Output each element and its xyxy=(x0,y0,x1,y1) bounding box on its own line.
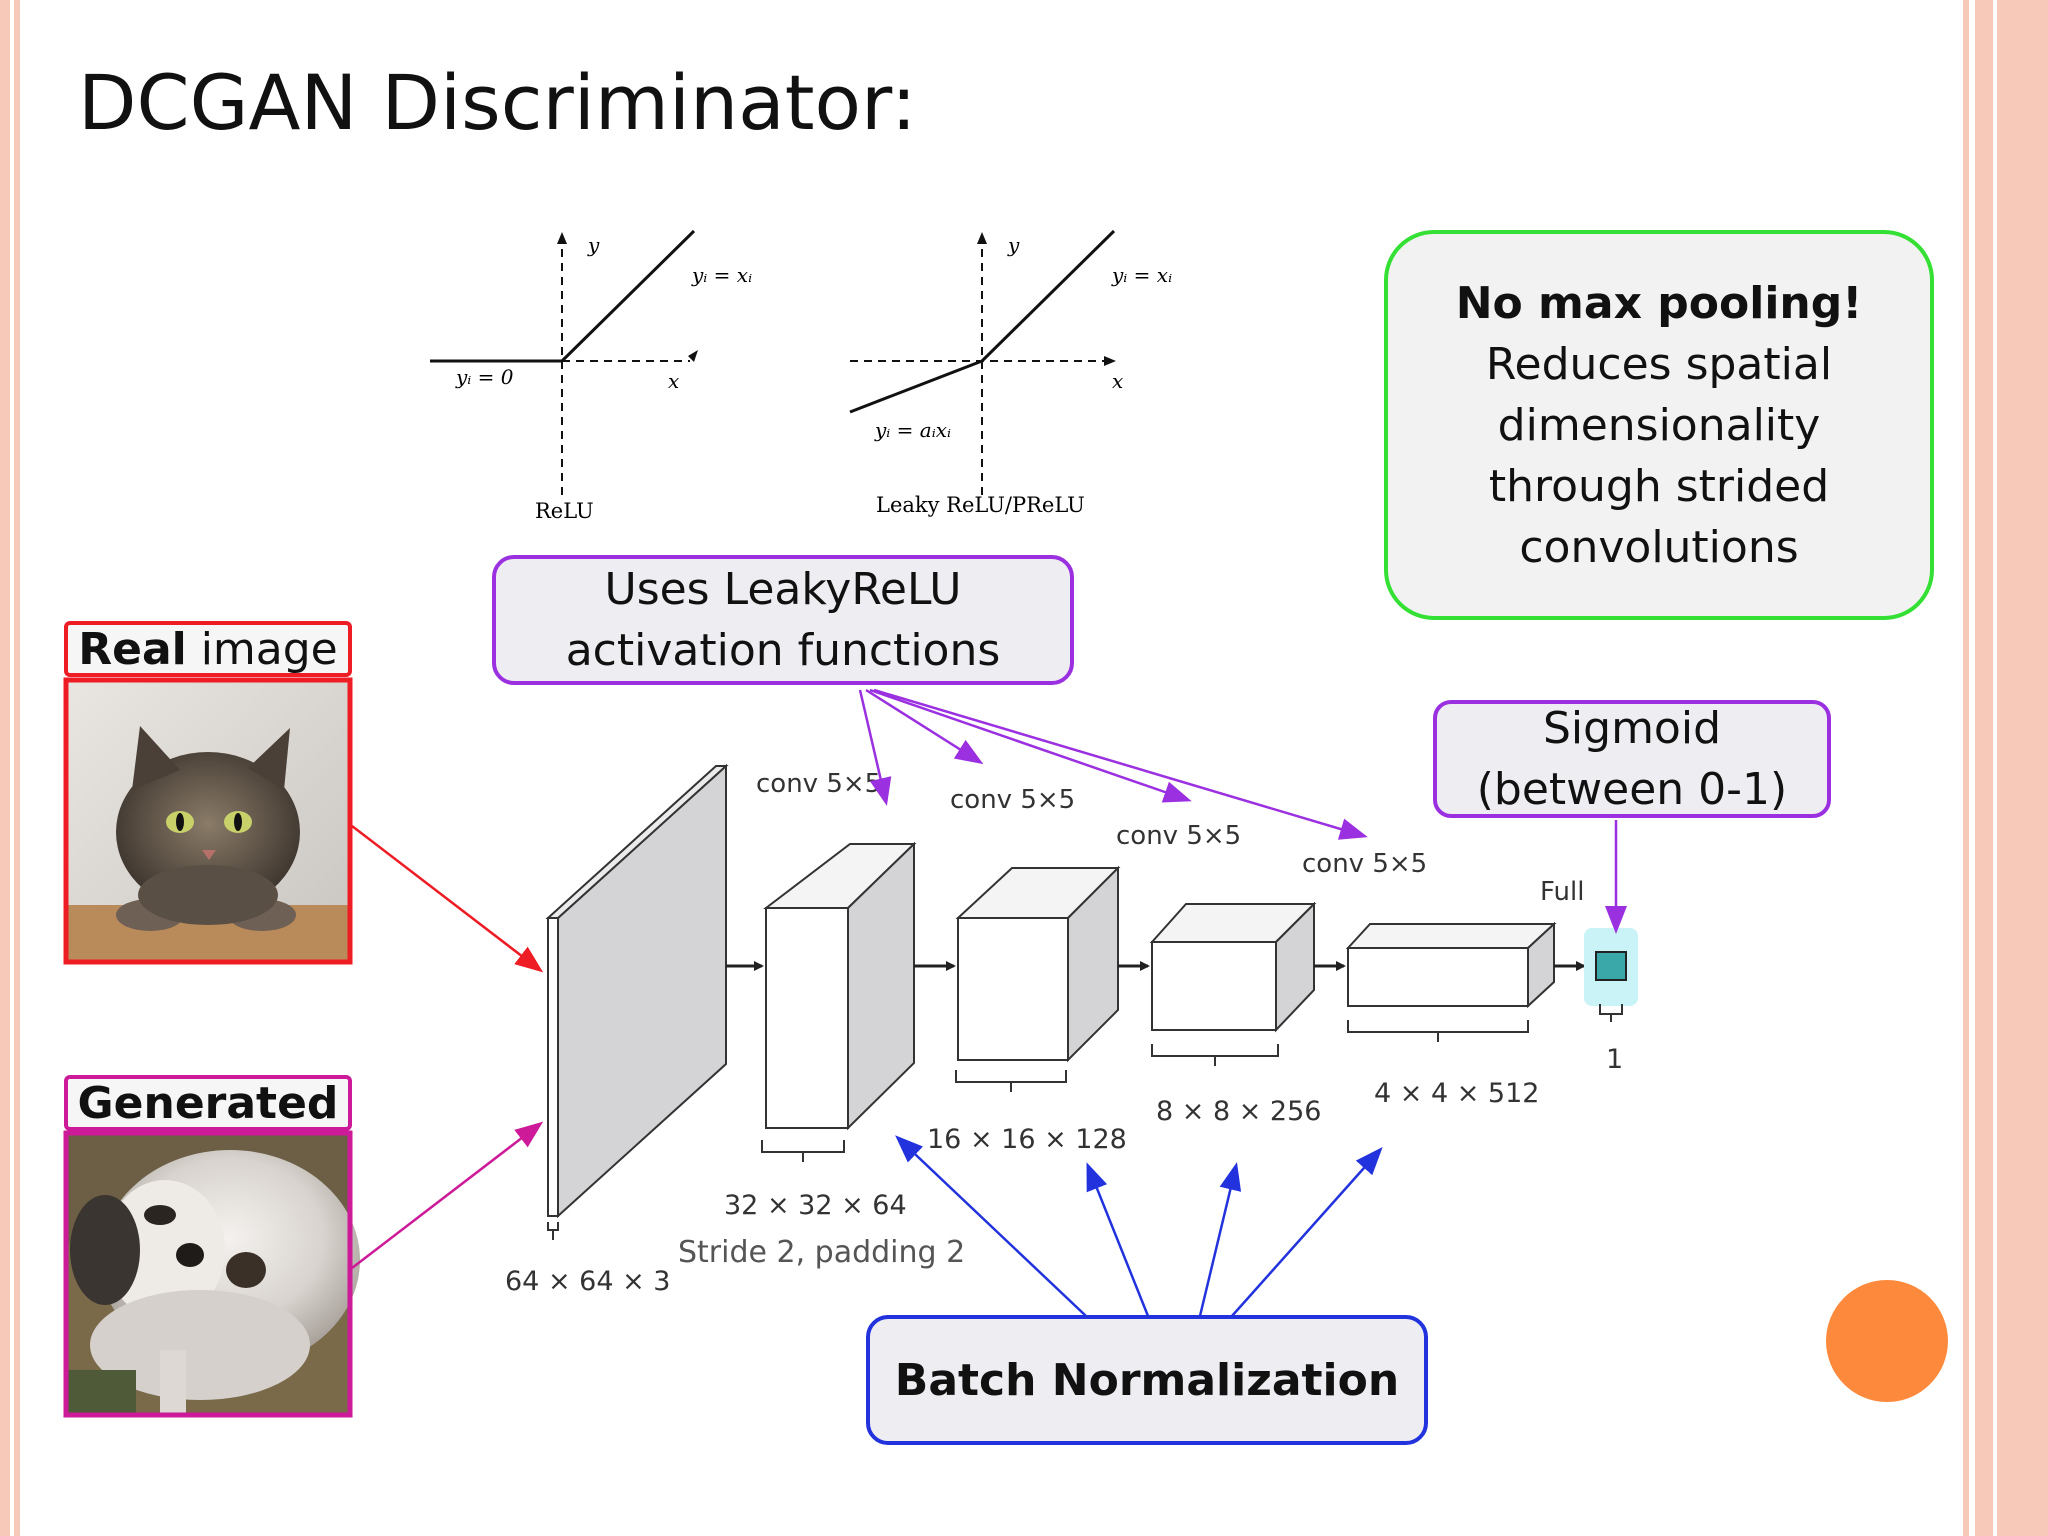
relu-negative-eq: yᵢ = 0 xyxy=(455,365,514,389)
leaky-y-label: y xyxy=(1007,233,1020,257)
sigmoid-callout: Sigmoid (between 0-1) xyxy=(1433,700,1831,818)
leaky-arrows xyxy=(858,688,1368,840)
no-max-pooling-callout: No max pooling! Reduces spatial dimensio… xyxy=(1384,230,1934,620)
generated-image-frame xyxy=(63,1130,353,1418)
no-max-pooling-heading: No max pooling! xyxy=(1455,277,1863,329)
batchnorm-arrows xyxy=(895,1135,1383,1317)
callout-line-2: dimensionality xyxy=(1497,399,1821,451)
real-image-label: Real image xyxy=(64,621,352,677)
generated-image-dog xyxy=(66,1133,360,1415)
callout-line-4: convolutions xyxy=(1519,521,1799,573)
relu-positive-eq: yᵢ = xᵢ xyxy=(691,263,752,287)
slide-border-left xyxy=(0,0,10,1536)
real-image-frame xyxy=(63,677,353,965)
relu-caption: ReLU xyxy=(535,499,594,523)
output-unit xyxy=(1584,928,1638,1022)
conv-label-1: conv 5×5 xyxy=(756,769,881,799)
callout-line-3: through strided xyxy=(1488,460,1830,512)
conv-label-4: conv 5×5 xyxy=(1302,849,1427,879)
dim-layer-1: 32 × 32 × 64 xyxy=(724,1190,907,1221)
conv-label-3: conv 5×5 xyxy=(1116,821,1241,851)
real-image-cat xyxy=(66,680,350,962)
leakyrelu-line-2: activation functions xyxy=(565,625,1001,676)
slide-border-right xyxy=(1975,0,1993,1536)
decorative-orange-circle xyxy=(1826,1280,1948,1402)
layer-16x16x128 xyxy=(955,865,1121,1092)
slide-title: DCGAN Discriminator: xyxy=(78,58,917,147)
slide-border-right-inner xyxy=(1963,0,1969,1536)
leakyrelu-callout: Uses LeakyReLU activation functions xyxy=(492,555,1074,685)
leakyrelu-line-1: Uses LeakyReLU xyxy=(604,564,962,615)
batch-normalization-label: Batch Normalization xyxy=(894,1354,1400,1406)
sigmoid-line-2: (between 0-1) xyxy=(1476,764,1788,815)
generated-input-arrow xyxy=(351,1121,544,1269)
dim-output: 1 xyxy=(1606,1044,1623,1075)
relu-y-label: y xyxy=(587,233,600,257)
layer-4x4x512 xyxy=(1345,921,1557,1042)
leaky-x-label: x xyxy=(1112,369,1123,393)
callout-line-1: Reduces spatial xyxy=(1485,338,1833,390)
dim-layer-3: 8 × 8 × 256 xyxy=(1156,1096,1321,1127)
real-label-rest: image xyxy=(186,623,338,675)
slide-border-right-outer xyxy=(1997,0,2048,1536)
real-label-bold: Real xyxy=(78,623,187,675)
dim-input: 64 × 64 × 3 xyxy=(505,1266,670,1297)
stride-note: Stride 2, padding 2 xyxy=(678,1235,965,1270)
layer-input-64x64x3 xyxy=(545,763,729,1240)
real-input-arrow xyxy=(351,825,544,973)
generated-label-text: Generated xyxy=(77,1077,339,1129)
leaky-negative-eq: yᵢ = aᵢxᵢ xyxy=(874,418,951,442)
generated-image-label: Generated xyxy=(64,1075,352,1131)
conv-label-2: conv 5×5 xyxy=(950,785,1075,815)
leaky-positive-eq: yᵢ = xᵢ xyxy=(1111,263,1172,287)
leaky-relu-plot: y yᵢ = xᵢ yᵢ = aᵢxᵢ x Leaky ReLU/PReLU xyxy=(849,229,1172,517)
slide-border-left-inner xyxy=(14,0,20,1536)
batch-normalization-callout: Batch Normalization xyxy=(866,1315,1428,1445)
leaky-caption: Leaky ReLU/PReLU xyxy=(876,493,1085,517)
relu-x-label: x xyxy=(668,369,679,393)
layer-8x8x256 xyxy=(1149,901,1317,1066)
dim-layer-2: 16 × 16 × 128 xyxy=(927,1124,1127,1155)
relu-plot: y yᵢ = xᵢ yᵢ = 0 x ReLU xyxy=(430,229,752,523)
dim-layer-4: 4 × 4 × 512 xyxy=(1374,1078,1539,1109)
full-label: Full xyxy=(1540,877,1584,907)
sigmoid-line-1: Sigmoid xyxy=(1542,703,1722,754)
layer-32x32x64 xyxy=(761,841,917,1162)
